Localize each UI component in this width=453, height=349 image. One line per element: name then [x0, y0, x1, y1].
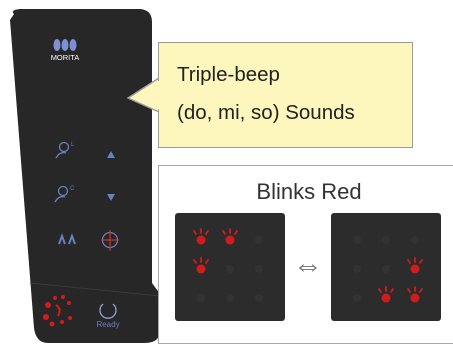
head-c-icon	[54, 185, 69, 203]
arm-position-button[interactable]	[58, 233, 76, 245]
alternate-arrow-icon: ⇔	[293, 249, 323, 282]
right-led-7	[353, 294, 361, 302]
right-led-5	[382, 265, 390, 273]
right-led-2	[382, 236, 390, 244]
callout-line-2: (do, mi, so) Sounds	[177, 101, 355, 124]
right-led-3	[411, 236, 419, 244]
head-l-icon	[55, 141, 70, 159]
morita-logo-icon	[53, 39, 77, 51]
patient-position-l-button[interactable]: L	[55, 141, 75, 159]
left-led-9	[255, 294, 263, 302]
led-panel-left	[175, 213, 285, 321]
arrow-down-button[interactable]	[107, 194, 115, 201]
left-led-2	[222, 228, 238, 245]
ready-button[interactable]: Ready	[96, 303, 120, 329]
beep-indicator-icon	[43, 295, 72, 327]
arrow-down-icon	[107, 194, 115, 201]
right-led-6	[407, 257, 423, 274]
right-led-9	[407, 286, 423, 303]
led-panel-right	[331, 213, 441, 321]
callout-line-1: Triple-beep	[177, 63, 280, 86]
right-led-4	[353, 265, 361, 273]
arm-icon	[58, 233, 76, 245]
laser-beam-button[interactable]	[101, 230, 119, 251]
left-led-6	[255, 265, 263, 273]
ready-ring-icon	[99, 303, 117, 319]
svg-text:L: L	[71, 142, 75, 148]
blink-illustration: Blinks Red ⇔	[158, 165, 453, 344]
right-led-8	[378, 286, 394, 303]
arrow-up-button[interactable]	[107, 151, 115, 158]
sound-callout: Triple-beep (do, mi, so) Sounds	[158, 42, 413, 148]
arrow-up-icon	[107, 151, 115, 158]
patient-position-c-button[interactable]: C	[54, 185, 75, 203]
left-led-7	[197, 294, 205, 302]
blink-title: Blinks Red	[256, 179, 362, 204]
left-led-1	[193, 228, 209, 245]
left-led-4	[193, 257, 209, 274]
svg-text:C: C	[70, 186, 75, 192]
left-led-8	[226, 294, 234, 302]
right-led-1	[353, 236, 361, 244]
left-led-3	[255, 236, 263, 244]
panel-body	[10, 9, 160, 343]
laser-icon	[101, 230, 119, 251]
ready-label: Ready	[96, 320, 119, 329]
left-led-5	[226, 265, 234, 273]
brand-text: MORITA	[51, 53, 80, 62]
